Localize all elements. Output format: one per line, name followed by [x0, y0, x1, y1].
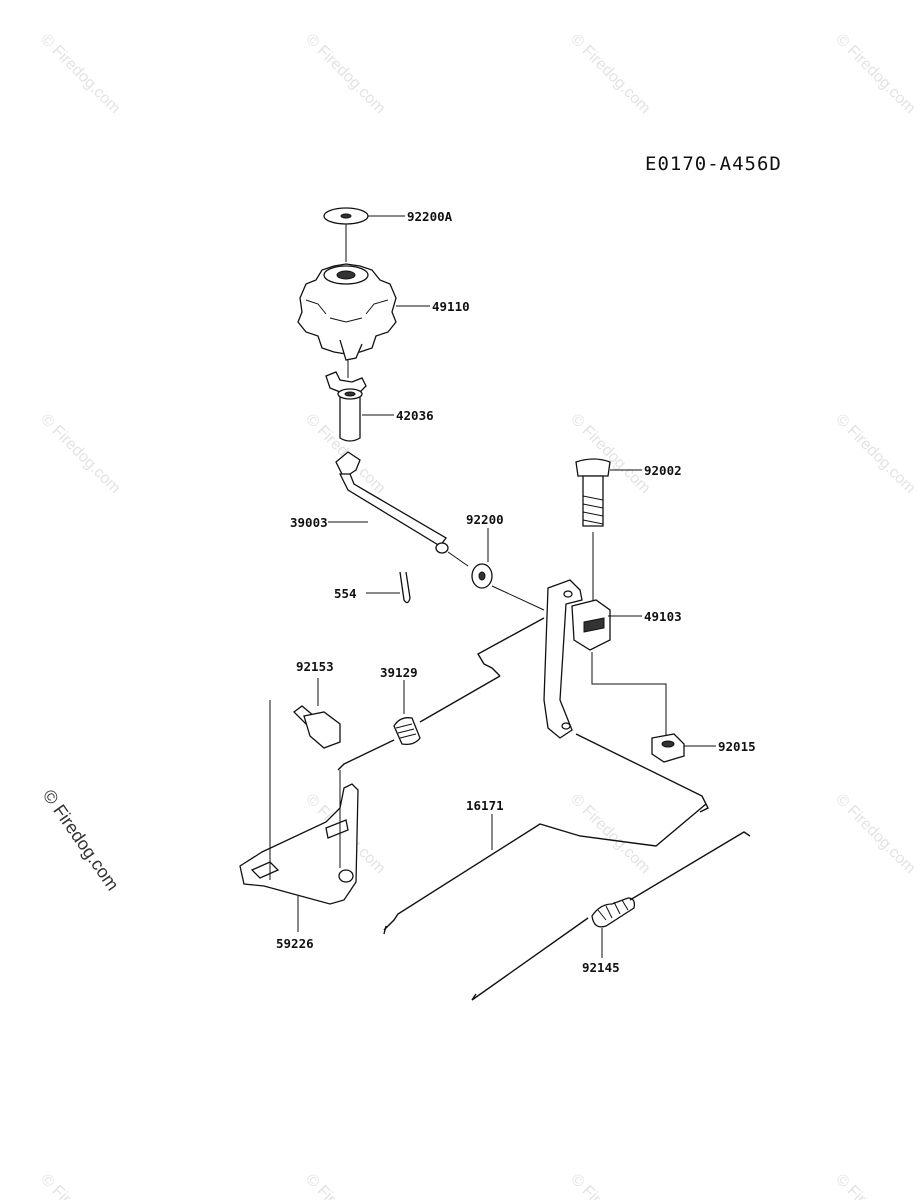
label-49110: 49110: [432, 299, 470, 314]
bolt-92002: [575, 458, 642, 527]
watermark: © Firedog.com: [567, 1171, 653, 1200]
pin-554: [366, 571, 411, 604]
watermark: © Firedog.com: [832, 1171, 917, 1200]
label-92145: 92145: [582, 960, 620, 975]
label-92015: 92015: [718, 739, 756, 754]
bolt-92153: [293, 678, 341, 749]
spring-39129: [337, 675, 501, 771]
shaft-39003: [328, 451, 449, 554]
watermark: © Firedog.com: [832, 411, 917, 497]
label-49103: 49103: [644, 609, 682, 624]
watermark: © Firedog.com: [302, 1171, 388, 1200]
watermark: © Firedog.com: [832, 791, 917, 877]
watermark: © Firedog.com: [567, 791, 653, 877]
watermark: © Firedog.com: [567, 411, 653, 497]
bracket-59226: [239, 700, 359, 932]
nut-92015: [591, 652, 716, 763]
watermark-layer: © Firedog.com © Firedog.com © Firedog.co…: [37, 31, 917, 1200]
rod-16171: [383, 803, 707, 935]
label-39129: 39129: [380, 665, 418, 680]
link-line: [575, 733, 709, 813]
spring-link: [477, 617, 545, 677]
washer-92200: [471, 528, 493, 589]
spring-rod-92145: [471, 831, 751, 1001]
watermark: © Firedog.com: [37, 1171, 123, 1200]
watermark: © Firedog.com: [37, 411, 123, 497]
label-59226: 59226: [276, 936, 314, 951]
label-554: 554: [334, 586, 357, 601]
side-watermark: © Firedog.com: [39, 786, 123, 894]
label-92200a: 92200A: [407, 209, 453, 224]
watermark: © Firedog.com: [37, 31, 123, 117]
label-92002: 92002: [644, 463, 682, 478]
watermark: © Firedog.com: [567, 31, 653, 117]
label-42036: 42036: [396, 408, 434, 423]
sleeve-42036: [325, 371, 394, 442]
gear-49110: [297, 263, 430, 361]
arm-49103: [543, 579, 642, 739]
label-16171: 16171: [466, 798, 504, 813]
watermark: © Firedog.com: [832, 31, 917, 117]
washer-92200a: [323, 207, 405, 225]
label-92153: 92153: [296, 659, 334, 674]
watermark: © Firedog.com: [302, 31, 388, 117]
diagram-code: E0170-A456D: [645, 153, 782, 175]
label-92200: 92200: [466, 512, 504, 527]
label-39003: 39003: [290, 515, 328, 530]
